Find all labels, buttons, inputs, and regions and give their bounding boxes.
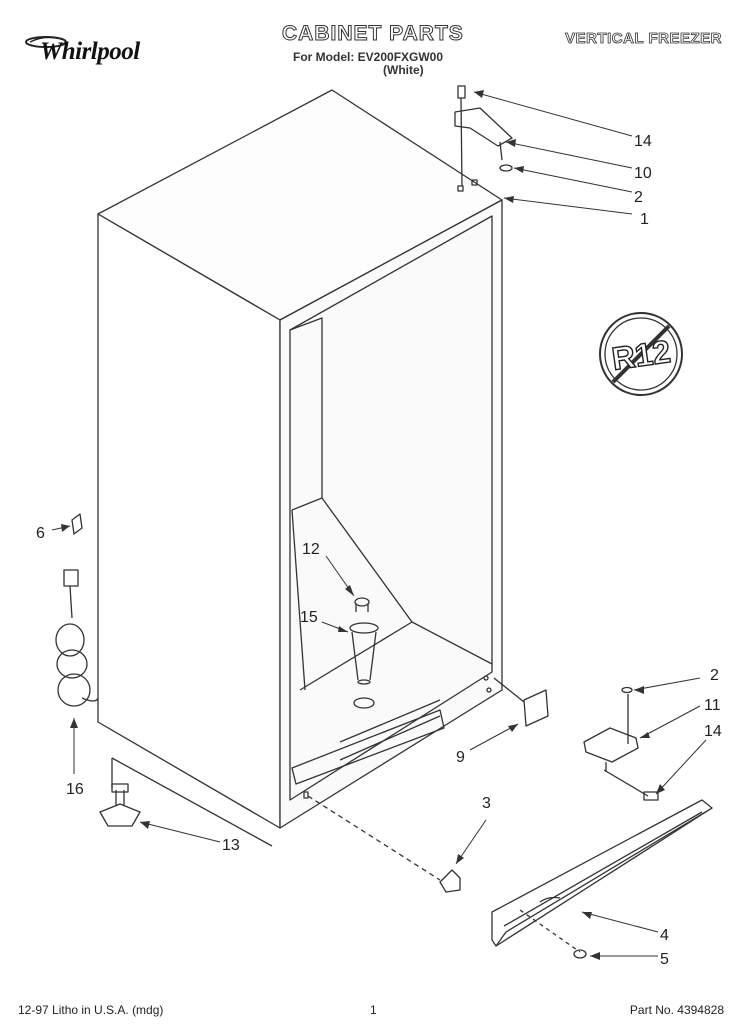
callout-part-1: 1 (640, 211, 649, 228)
no-r12-refrigerant-icon (599, 312, 683, 396)
whirlpool-logo-swirl-icon (25, 36, 67, 48)
callout-part-12: 12 (302, 541, 320, 558)
callout-part-15: 15 (300, 609, 318, 626)
callout-part-10: 10 (634, 165, 652, 182)
r12-badge-text: R12 (610, 333, 673, 377)
callout-part-5: 5 (660, 951, 669, 968)
model-number: For Model: EV200FXGW00 (293, 50, 444, 64)
callout-part-14-top: 14 (634, 133, 652, 150)
page-title: CABINET PARTS (282, 22, 464, 46)
top-hinge-assembly (454, 85, 513, 187)
bottom-hinge-assembly (493, 677, 659, 801)
page-number: 1 (370, 1003, 377, 1017)
bracket-part (439, 869, 461, 893)
callout-part-13: 13 (222, 837, 240, 854)
callout-part-16: 16 (66, 781, 84, 798)
callout-part-3: 3 (482, 795, 491, 812)
part-number: Part No. 4394828 (629, 1003, 724, 1017)
callout-part-9: 9 (456, 749, 465, 766)
model-color: (White) (383, 63, 424, 77)
kick-plate (491, 799, 713, 959)
power-cord (55, 569, 99, 707)
brand-logo: Whirlpool (40, 38, 140, 65)
leveling-leg (99, 783, 141, 827)
callout-part-14-bottom: 14 (704, 723, 722, 740)
print-note: 12-97 Litho in U.S.A. (mdg) (18, 1003, 164, 1017)
clip-part (71, 513, 83, 535)
callout-part-4: 4 (660, 927, 669, 944)
callout-part-2-bottom: 2 (710, 667, 719, 684)
cabinet-body (97, 89, 503, 829)
callout-part-6: 6 (36, 525, 45, 542)
callout-part-2-top: 2 (634, 189, 643, 206)
product-type: VERTICAL FREEZER (565, 30, 722, 48)
drain-tube (349, 597, 379, 685)
callout-part-11: 11 (704, 697, 721, 714)
